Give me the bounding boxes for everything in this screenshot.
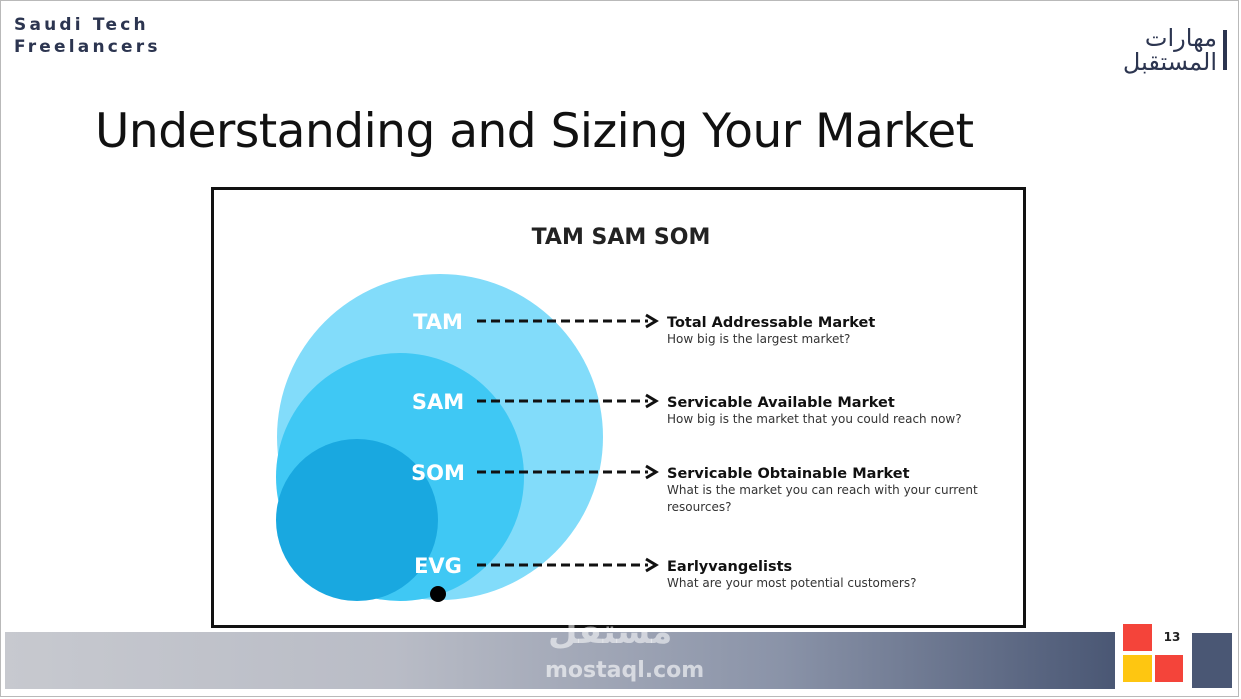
- deco-square-red-2: [1155, 655, 1183, 682]
- logo-line-2: المستقبل: [1122, 48, 1217, 76]
- logo-line-1: مهارات: [1144, 24, 1217, 52]
- som-label: SOM: [411, 461, 465, 485]
- brand-text: Saudi Tech Freelancers: [14, 14, 161, 58]
- footer-side-block: [1192, 633, 1232, 688]
- circles-layer: [276, 274, 603, 602]
- som-description: resources?: [667, 500, 732, 514]
- logo-bar: [1223, 30, 1227, 70]
- evg-arrowhead: [645, 557, 659, 573]
- sam-arrowhead: [645, 393, 659, 409]
- brand-line-2: Freelancers: [14, 37, 161, 57]
- evg-name: Earlyvangelists: [667, 559, 792, 575]
- evg-dot: [430, 586, 446, 602]
- footer-band: [5, 632, 1115, 689]
- watermark: mostaql.com: [545, 658, 705, 683]
- evg-label: EVG: [414, 554, 462, 578]
- sam-label: SAM: [412, 390, 464, 414]
- som-description: What is the market you can reach with yo…: [667, 483, 978, 497]
- sam-description: How big is the market that you could rea…: [667, 412, 962, 426]
- som-name: Servicable Obtainable Market: [667, 466, 910, 482]
- tam-name: Total Addressable Market: [667, 315, 875, 331]
- tam-arrowhead: [645, 313, 659, 329]
- deco-square-yellow: [1123, 655, 1152, 682]
- arabic-logo: مهارات المستقبل: [1117, 22, 1227, 74]
- slide-title: Understanding and Sizing Your Market: [95, 104, 974, 159]
- evg-description: What are your most potential customers?: [667, 576, 917, 590]
- page-number: 13: [1163, 630, 1181, 644]
- deco-square-red: [1123, 624, 1152, 651]
- diagram-heading: TAM SAM SOM: [532, 225, 711, 250]
- tam-label: TAM: [413, 310, 463, 334]
- som-arrowhead: [645, 464, 659, 480]
- watermark-arabic: مستقل: [548, 612, 673, 652]
- brand-line-1: Saudi Tech: [14, 15, 149, 35]
- som-circle: [276, 439, 438, 601]
- tam-description: How big is the largest market?: [667, 332, 850, 346]
- sam-name: Servicable Available Market: [667, 395, 895, 411]
